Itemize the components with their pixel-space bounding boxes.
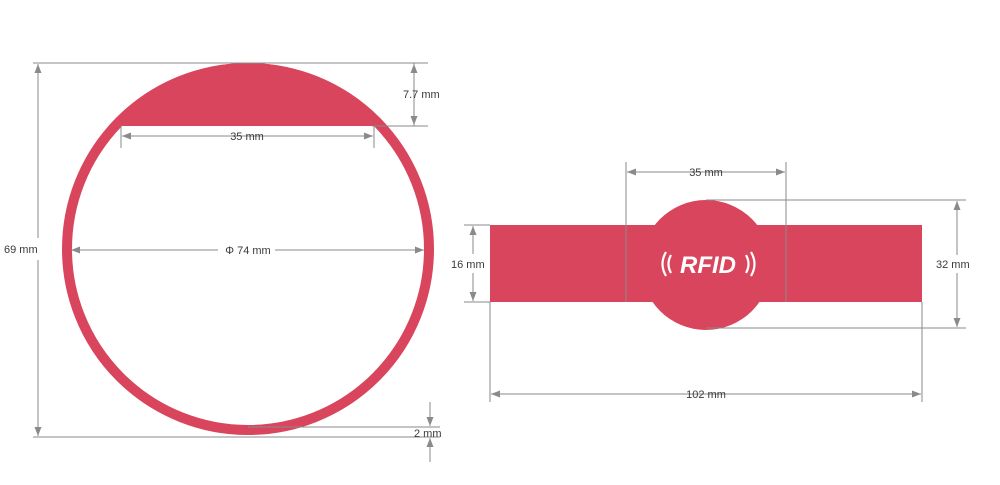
round-wristband-view: 7.7 mm 35 mm Φ 74 mm 69 mm (4, 62, 442, 462)
length-label: 102 mm (686, 389, 726, 401)
rfid-logo-text: RFID (680, 252, 736, 279)
height-label: 69 mm (4, 244, 38, 256)
signal-wave-icon (750, 251, 756, 277)
wristband-logo-head (641, 200, 771, 330)
signal-wave-icon (667, 254, 672, 274)
diameter-dimension: Φ 74 mm (71, 245, 424, 257)
logo-width-label: 35 mm (689, 167, 723, 179)
chord-width-label: 35 mm (230, 131, 264, 143)
length-dimension: 102 mm (489, 302, 923, 402)
logo-height-dimension: 32 mm (706, 199, 970, 329)
chord-height-label: 7.7 mm (403, 89, 440, 101)
logo-width-dimension: 35 mm (625, 162, 787, 302)
flat-wristband-view: RFID 35 mm 16 mm (451, 162, 970, 402)
logo-height-label: 32 mm (936, 259, 970, 271)
diameter-label: Φ 74 mm (225, 245, 270, 257)
height-dimension: 69 mm (4, 62, 248, 438)
rfid-logo: RFID (661, 251, 756, 279)
thickness-label: 2 mm (414, 428, 442, 440)
band-width-label: 16 mm (451, 259, 485, 271)
signal-wave-icon (661, 251, 667, 277)
chord-width-dimension: 35 mm (120, 126, 375, 148)
band-width-dimension: 16 mm (451, 224, 490, 303)
thickness-dimension: 2 mm (248, 402, 442, 462)
signal-wave-icon (745, 254, 750, 274)
chord-height-dimension: 7.7 mm (248, 62, 440, 127)
wristband-top-segment (62, 63, 434, 126)
